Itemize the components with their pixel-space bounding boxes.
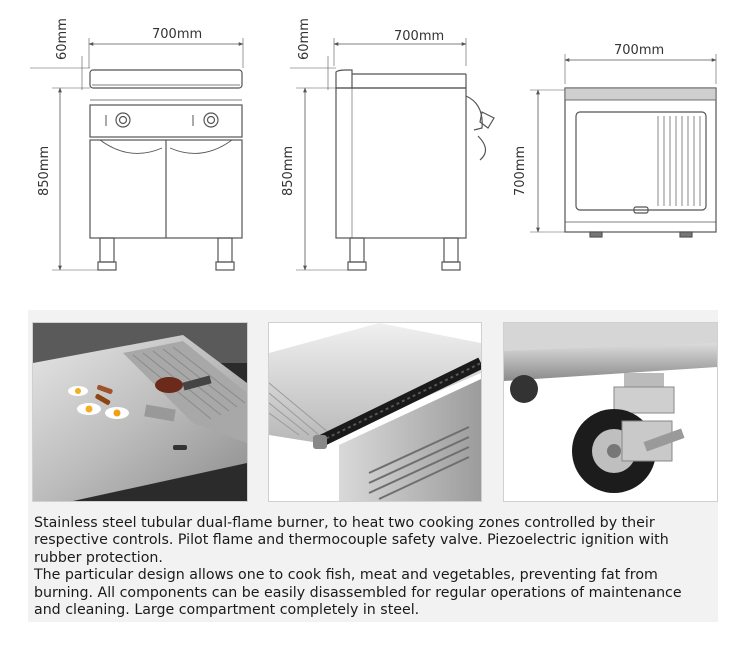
top-depth-label: 700mm xyxy=(513,146,528,196)
side-top-label: 60mm xyxy=(297,18,312,60)
front-height-label: 850mm xyxy=(37,146,52,196)
description-paragraph-2: The particular design allows one to cook… xyxy=(34,567,682,619)
front-top-label: 60mm xyxy=(55,18,70,60)
photo-griddle-edge xyxy=(268,322,482,502)
ribbed-zone xyxy=(657,116,701,206)
photo-griddle-with-food xyxy=(32,322,248,502)
photo-caster-wheel xyxy=(503,322,718,502)
top-view-drawing xyxy=(530,54,717,238)
technical-drawings: 700mm 850mm 60mm 700mm 850mm 60mm xyxy=(30,18,717,271)
side-width-label: 700mm xyxy=(394,29,444,44)
side-height-label: 850mm xyxy=(281,146,296,196)
top-width-label: 700mm xyxy=(614,43,664,58)
description-paragraph-1: Stainless steel tubular dual-flame burne… xyxy=(34,515,669,566)
description-block: Stainless steel tubular dual-flame burne… xyxy=(28,510,718,622)
front-width-label: 700mm xyxy=(152,27,202,42)
front-view-drawing xyxy=(30,38,244,271)
side-view-drawing xyxy=(290,38,495,271)
